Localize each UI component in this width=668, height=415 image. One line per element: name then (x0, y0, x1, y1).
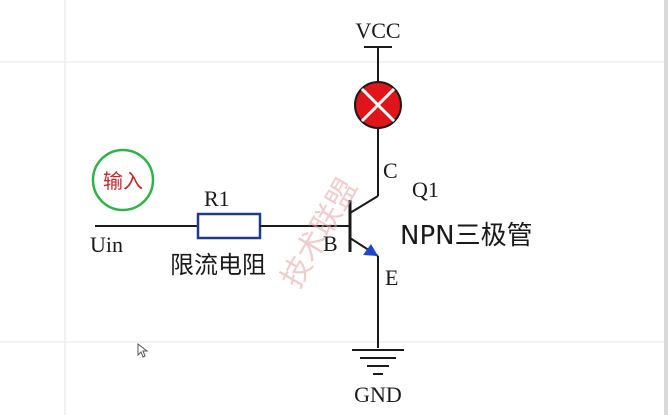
lamp-cross-b (360, 87, 396, 123)
window-edge (664, 0, 668, 415)
lamp-icon (354, 81, 402, 129)
input-circle (91, 148, 155, 212)
uin-label: Uin (90, 232, 123, 257)
ground-icon (352, 349, 404, 375)
vcc-label: VCC (355, 18, 400, 43)
mouse-cursor-icon (137, 342, 149, 358)
emitter-label: E (385, 265, 398, 290)
transistor-collector-leg (349, 195, 379, 214)
cursor-arrow (137, 342, 149, 358)
vcc-terminal: VCC (355, 18, 401, 82)
transistor-designator: Q1 (412, 177, 439, 202)
gnd-label: GND (354, 382, 402, 407)
emitter-arrow-icon (363, 244, 378, 256)
collector-label: C (383, 158, 398, 183)
base-label: B (323, 231, 338, 256)
transistor-type-label: NPN三极管 (400, 221, 533, 251)
resistor-name-label: R1 (204, 186, 230, 211)
input-label: 输入 (103, 169, 143, 193)
resistor-desc-label: 限流电阻 (170, 251, 266, 279)
resistor-r1-body (196, 212, 262, 240)
